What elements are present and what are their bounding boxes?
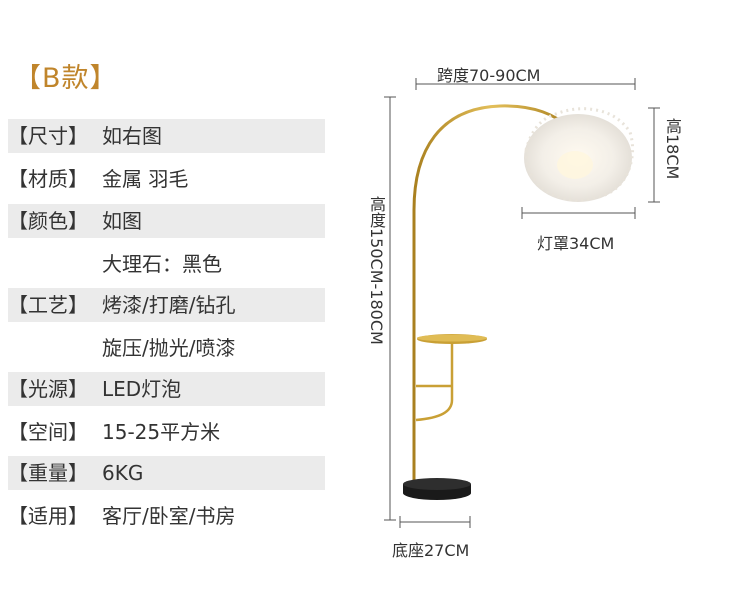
- spec-label: 【空间】: [8, 420, 88, 444]
- span-label: 跨度70-90CM: [437, 66, 541, 85]
- spec-value: 6KG: [102, 461, 144, 485]
- spec-row-usage: 【适用】客厅/卧室/书房: [8, 499, 325, 533]
- spec-value: 如右图: [102, 124, 162, 148]
- page-title: 【B款】: [14, 63, 118, 94]
- spec-label: 【适用】: [8, 504, 88, 528]
- height-dimension-line: [384, 96, 396, 521]
- span-dimension-line: [415, 78, 636, 90]
- spec-value: 如图: [102, 209, 142, 233]
- shade-width-dimension-line: [521, 207, 636, 219]
- spec-value: 客厅/卧室/书房: [102, 504, 236, 528]
- spec-row-color: 【颜色】如图: [8, 204, 325, 238]
- spec-label: 【光源】: [8, 377, 88, 401]
- shade-height-dimension-line: [648, 107, 660, 203]
- spec-row-size: 【尺寸】如右图: [8, 119, 325, 153]
- spec-row-material: 【材质】金属 羽毛: [8, 162, 325, 196]
- spec-row-color-extra: 大理石：黑色: [8, 247, 325, 281]
- spec-label: 【重量】: [8, 461, 88, 485]
- side-table: [415, 334, 487, 422]
- base-label: 底座27CM: [392, 541, 470, 560]
- spec-value: 大理石：黑色: [102, 252, 222, 276]
- base-dimension-line: [399, 516, 471, 528]
- shade-width-label: 灯罩34CM: [537, 234, 615, 253]
- spec-value: 旋压/抛光/喷漆: [102, 336, 236, 360]
- height-label: 高度150CM-180CM: [367, 196, 386, 345]
- shade-height-label: 高18CM: [663, 118, 682, 180]
- spec-label: 【材质】: [8, 167, 88, 191]
- spec-label: 【工艺】: [8, 293, 88, 317]
- spec-row-craft: 【工艺】烤漆/打磨/钻孔: [8, 288, 325, 322]
- spec-row-light-source: 【光源】 LED灯泡: [8, 372, 325, 406]
- spec-row-craft-extra: 旋压/抛光/喷漆: [8, 331, 325, 365]
- spec-row-weight: 【重量】 6KG: [8, 456, 325, 490]
- spec-value: 15-25平方米: [102, 420, 221, 444]
- spec-value: 烤漆/打磨/钻孔: [102, 293, 236, 317]
- spec-value: LED灯泡: [102, 377, 182, 401]
- spec-row-space: 【空间】 15-25平方米: [8, 415, 325, 449]
- spec-label: 【颜色】: [8, 209, 88, 233]
- spec-label: 【尺寸】: [8, 124, 88, 148]
- marble-base: [403, 478, 471, 500]
- spec-value: 金属 羽毛: [102, 167, 189, 191]
- feather-shade: [524, 107, 635, 202]
